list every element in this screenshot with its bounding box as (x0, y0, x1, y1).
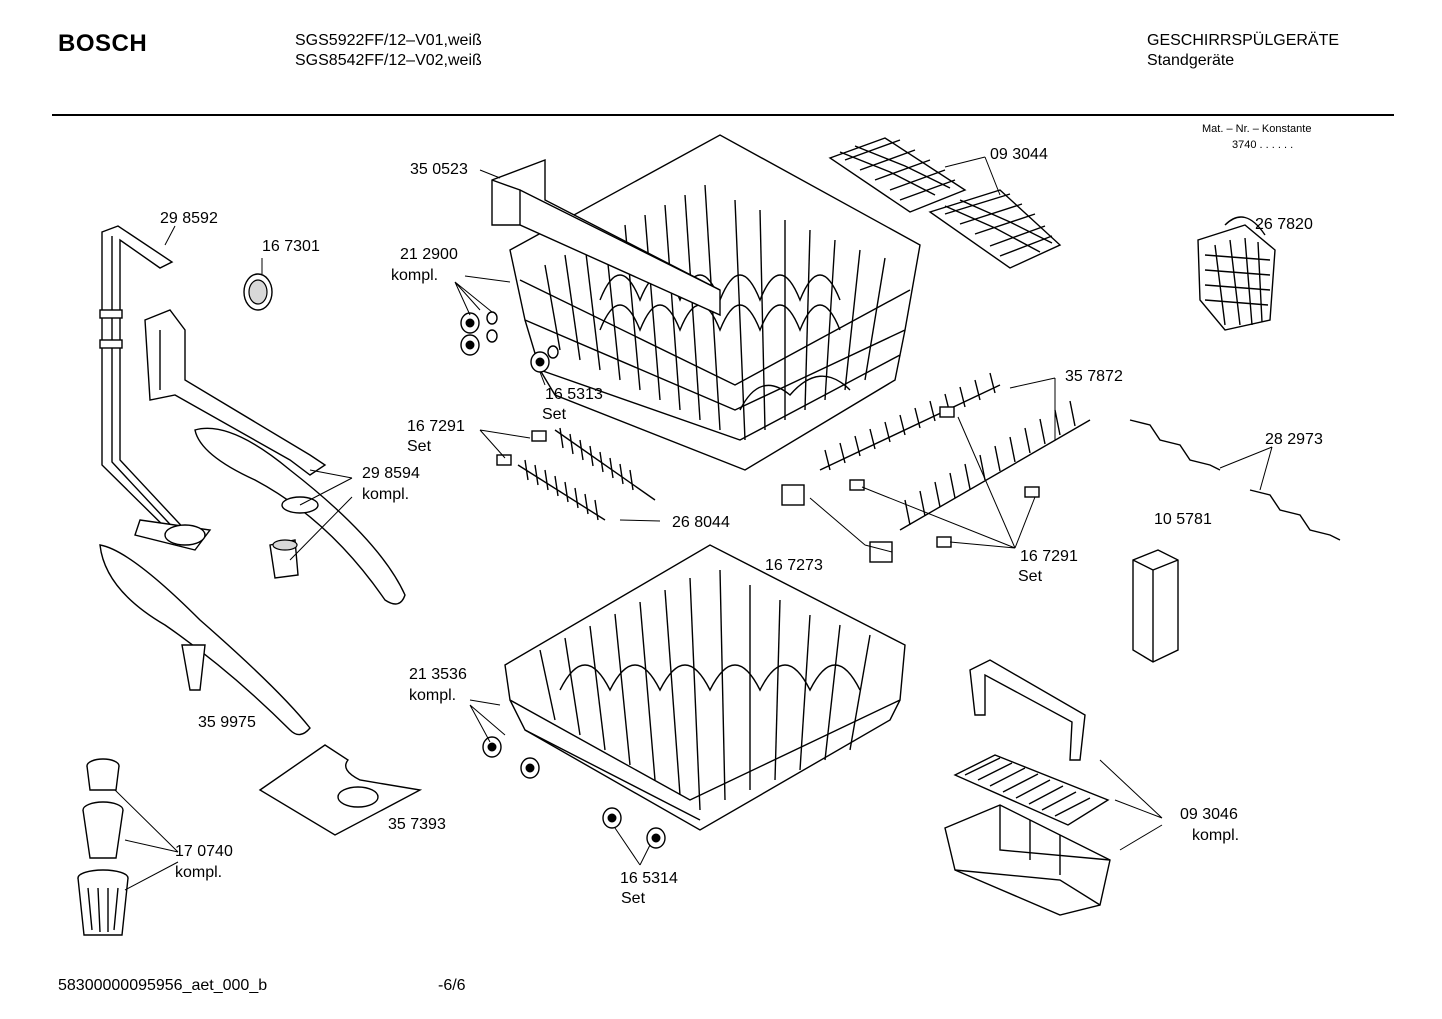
part-105781-drawing (1132, 549, 1179, 663)
label-213536-note: kompl. (409, 687, 457, 704)
cup-shelves (828, 137, 1062, 269)
label-282973: 28 2973 (1265, 431, 1323, 448)
label-167291a-note: Set (407, 438, 432, 455)
page-number: -6/6 (438, 977, 466, 994)
document-id: 58300000095956_aet_000_b (58, 977, 268, 994)
label-165313: 16 5313 (545, 386, 603, 403)
label-170740-note: kompl. (175, 864, 223, 881)
label-298594-note: kompl. (362, 486, 410, 503)
matnr-value: 3740 . . . . . . (1232, 139, 1294, 151)
label-212900: 21 2900 (400, 246, 458, 263)
part-167301-drawing (243, 273, 273, 311)
upper-basket-drawing (491, 134, 921, 471)
label-105781: 10 5781 (1154, 511, 1212, 528)
model-line-1: SGS5922FF/12–V01,weiß (295, 32, 482, 49)
label-170740: 17 0740 (175, 843, 233, 860)
label-357393: 35 7393 (388, 816, 446, 833)
category-block: GESCHIRRSPÜLGERÄTE Standgeräte (1147, 31, 1339, 71)
label-213536: 21 3536 (409, 666, 467, 683)
upper-spray-arm-drawing (144, 309, 327, 476)
sump-cover-plate (258, 744, 423, 836)
brand-logo: BOSCH (58, 30, 148, 57)
model-list: SGS5922FF/12–V01,weiß SGS8542FF/12–V02,w… (295, 31, 482, 71)
upper-basket-wheels (460, 311, 559, 373)
label-357872: 35 7872 (1065, 368, 1123, 385)
filter-set (77, 758, 129, 936)
material-number-block: Mat. – Nr. – Konstante 3740 . . . . . . (1202, 121, 1311, 153)
header-divider (52, 114, 1394, 116)
label-212900-note: kompl. (391, 267, 439, 284)
lower-basket-drawing (482, 544, 906, 849)
label-167291b: 16 7291 (1020, 548, 1078, 565)
label-350523: 35 0523 (410, 161, 468, 178)
label-093046-note: kompl. (1192, 827, 1240, 844)
label-167291a: 16 7291 (407, 418, 465, 435)
leader-lines (114, 156, 1273, 891)
cutlery-basket-small (1197, 216, 1276, 331)
spray-tube-assembly (99, 225, 212, 551)
label-165314: 16 5314 (620, 870, 678, 887)
label-298594: 29 8594 (362, 465, 420, 482)
cutlery-basket-large (944, 659, 1111, 916)
label-165314-note: Set (621, 890, 646, 907)
tine-racks (496, 372, 1341, 563)
matnr-label: Mat. – Nr. – Konstante (1202, 123, 1312, 135)
label-167291b-note: Set (1018, 568, 1043, 585)
model-line-2: SGS8542FF/12–V02,weiß (295, 52, 482, 69)
label-165313-note: Set (542, 406, 567, 423)
label-093046: 09 3046 (1180, 806, 1238, 823)
label-359975: 35 9975 (198, 714, 256, 731)
label-167301: 16 7301 (262, 238, 320, 255)
label-267820: 26 7820 (1255, 216, 1313, 233)
spray-arm-lower (99, 544, 311, 736)
category-subtitle: Standgeräte (1147, 52, 1235, 69)
category-title: GESCHIRRSPÜLGERÄTE (1147, 32, 1340, 49)
label-167273: 16 7273 (765, 557, 823, 574)
label-268044: 26 8044 (672, 514, 730, 531)
label-093044: 09 3044 (990, 146, 1048, 163)
label-298592: 29 8592 (160, 210, 218, 227)
